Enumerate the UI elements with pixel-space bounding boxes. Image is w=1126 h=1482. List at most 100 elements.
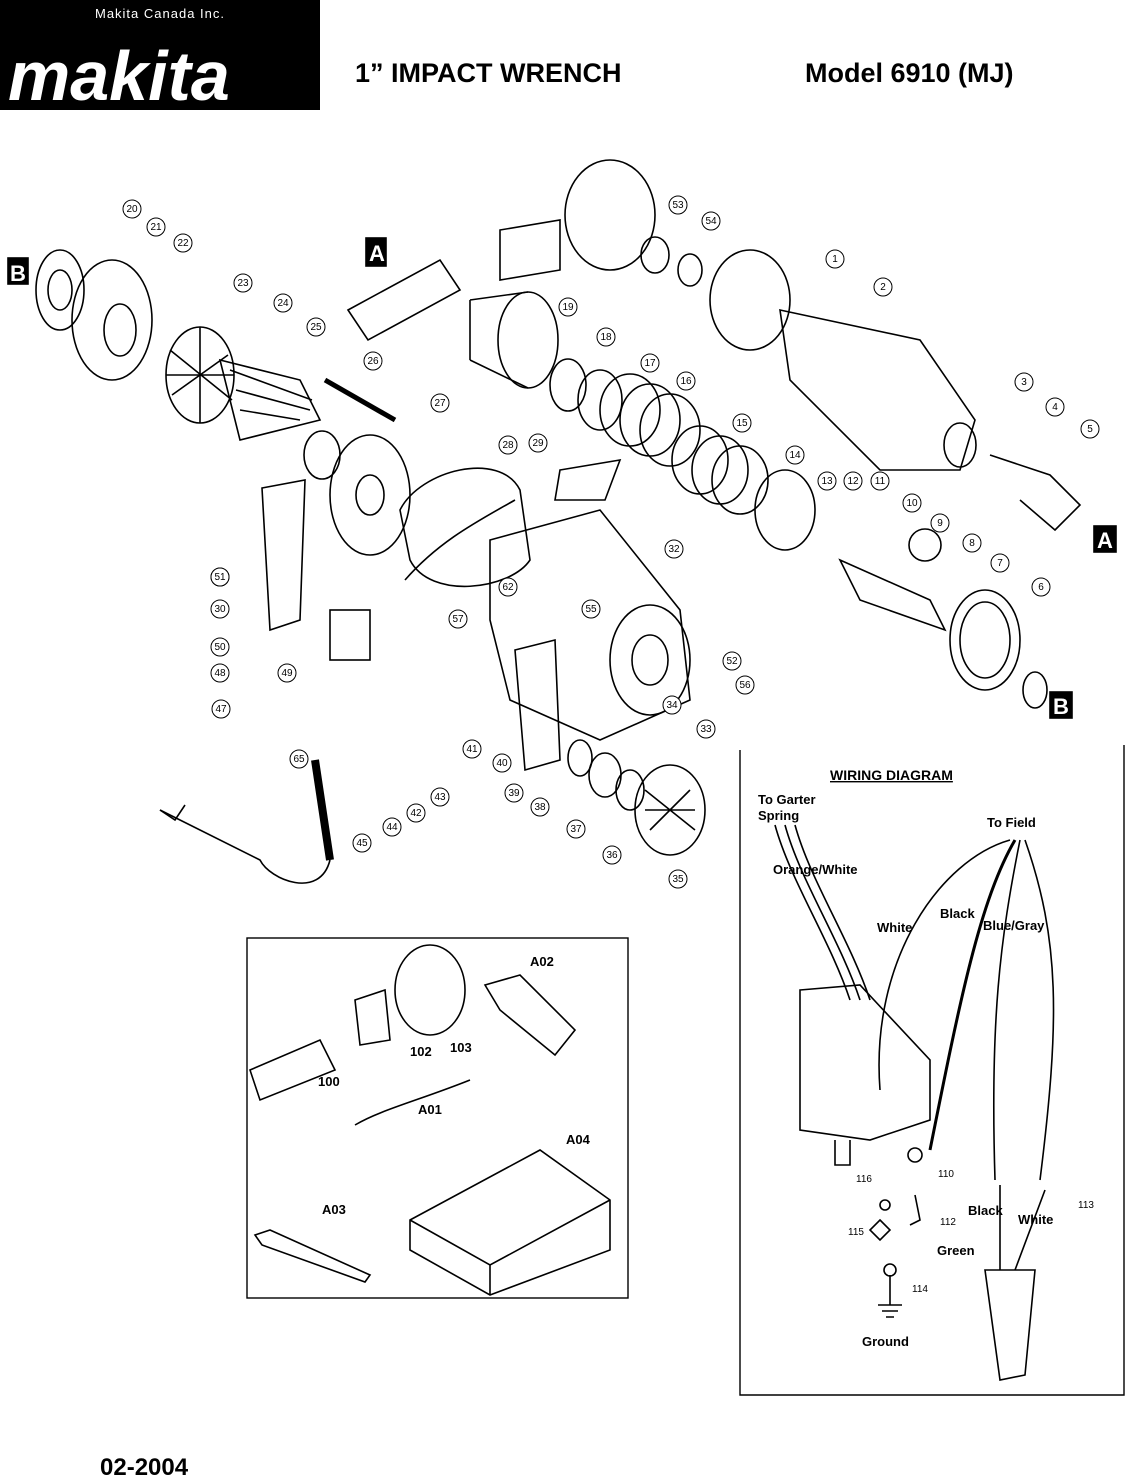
part-callout-circle-48 — [210, 663, 230, 683]
part-number-6: 6 — [1038, 582, 1044, 593]
part-number-51: 51 — [214, 572, 226, 583]
hammer-case — [779, 308, 976, 471]
acc-label-103: 103 — [450, 1040, 472, 1055]
part-callout-circle-28 — [498, 435, 518, 455]
baffle-plate — [329, 434, 411, 556]
part-callout-circle-44 — [382, 817, 402, 837]
depth-gauge — [564, 159, 656, 271]
marker-a-right-label: A — [1097, 528, 1113, 553]
part-callout-circle-57 — [448, 609, 468, 629]
part-number-17: 17 — [644, 358, 656, 369]
part-number-24: 24 — [277, 298, 289, 309]
part-number-25: 25 — [310, 322, 322, 333]
part-number-12: 12 — [847, 476, 859, 487]
part-number-5: 5 — [1087, 424, 1093, 435]
acc-label-100: 100 — [318, 1074, 340, 1089]
anvil — [989, 454, 1082, 532]
document-date: 02-2004 — [100, 1454, 189, 1481]
wire-garter — [774, 824, 851, 1001]
brand-text: makita — [8, 37, 230, 110]
part-number-4: 4 — [1052, 402, 1058, 413]
part-number-53: 53 — [672, 200, 684, 211]
part-number-33: 33 — [700, 724, 712, 735]
wire-blue-gray — [992, 839, 1021, 1181]
part-callout-circle-43 — [430, 787, 450, 807]
gear-10 — [908, 528, 942, 562]
part-number-40: 40 — [496, 758, 508, 769]
part-number-18: 18 — [600, 332, 612, 343]
part-callout-circle-10 — [902, 493, 922, 513]
part-callout-circle-5 — [1080, 419, 1100, 439]
part-callout-circle-12 — [843, 471, 863, 491]
extension-a02 — [483, 974, 577, 1057]
hex-wrench-a03 — [253, 1229, 372, 1283]
holder-102 — [354, 988, 391, 1046]
part-callout-circle-26 — [363, 351, 383, 371]
part-number-38: 38 — [534, 802, 546, 813]
depth-rod-103 — [394, 944, 466, 1036]
terminal-114 — [883, 1263, 897, 1277]
part-callout-circle-34 — [662, 695, 682, 715]
part-number-14: 14 — [789, 450, 801, 461]
part-number-36: 36 — [606, 850, 618, 861]
bearing-box — [71, 259, 153, 381]
part-callout-circle-51 — [210, 567, 230, 587]
wiring-title: WIRING DIAGRAM — [830, 767, 953, 783]
wiring-part-113: 113 — [1078, 1200, 1094, 1211]
gear-housing-19 — [497, 291, 559, 389]
part-callout-circle-24 — [273, 293, 293, 313]
wire-black — [928, 839, 1017, 1151]
part-number-labels: 1234567891011121314151617181920212223242… — [122, 195, 1100, 889]
cord-guard — [311, 759, 334, 861]
part-callout-circle-53 — [668, 195, 688, 215]
part-number-39: 39 — [508, 788, 520, 799]
part-number-57: 57 — [452, 614, 464, 625]
part-callout-circle-41 — [462, 739, 482, 759]
acc-label-a04: A04 — [566, 1132, 591, 1147]
marker-a-top — [365, 237, 387, 267]
switch — [329, 609, 371, 661]
spring-16 — [599, 373, 701, 467]
wire-white-2 — [1024, 839, 1055, 1181]
part-number-13: 13 — [821, 476, 833, 487]
label-black: Black — [940, 906, 975, 921]
part-callout-circle-39 — [504, 783, 524, 803]
exploded-view-drawing — [7, 159, 1125, 1396]
terminal-110 — [907, 1147, 923, 1163]
label-white-2: White — [1018, 1212, 1053, 1227]
company-name: Makita Canada Inc. — [94, 6, 225, 21]
acc-label-a02: A02 — [530, 954, 554, 969]
part-callout-circle-65 — [289, 749, 309, 769]
makita-logo: Makita Canada Inc. makita — [0, 0, 320, 110]
marker-b-left — [7, 257, 29, 285]
acc-label-a03: A03 — [322, 1202, 346, 1217]
part-callout-circle-29 — [528, 433, 548, 453]
part-number-54: 54 — [705, 216, 717, 227]
field — [399, 467, 531, 588]
part-callout-circle-8 — [962, 533, 982, 553]
document-title: 1” IMPACT WRENCH — [355, 58, 622, 88]
part-callout-circle-47 — [211, 699, 231, 719]
part-number-11: 11 — [875, 476, 886, 487]
part-callout-circle-40 — [492, 753, 512, 773]
part-number-52: 52 — [726, 656, 738, 667]
label-green: Green — [937, 1243, 975, 1258]
part-callout-circle-1 — [825, 249, 845, 269]
acc-label-a01: A01 — [418, 1102, 442, 1117]
cord-guard-wiring — [984, 1269, 1036, 1381]
part-callout-circle-20 — [122, 199, 142, 219]
ring-gear — [949, 589, 1021, 691]
armature — [218, 358, 322, 441]
label-ground: Ground — [862, 1334, 909, 1349]
part-number-23: 23 — [237, 278, 249, 289]
part-callout-circle-32 — [664, 539, 684, 559]
acc-label-102: 102 — [410, 1044, 432, 1059]
marker-b-left-label: B — [10, 261, 26, 286]
marker-a-right — [1093, 525, 1117, 553]
label-orange-white: Orange/White — [773, 862, 858, 877]
part-number-7: 7 — [997, 558, 1003, 569]
ground-symbol — [878, 1275, 902, 1318]
part-number-2: 2 — [880, 282, 886, 293]
part-number-16: 16 — [680, 376, 692, 387]
